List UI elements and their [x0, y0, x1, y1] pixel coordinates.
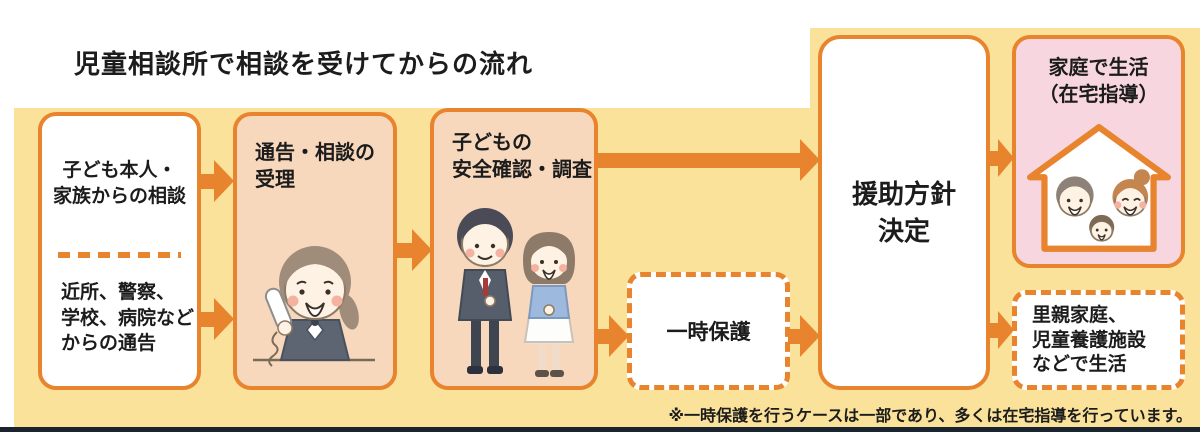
operator-woman-with-phone-illustration: [253, 246, 375, 367]
arrow-safety-to-policy: [597, 138, 820, 182]
safety-check-box: 子どもの 安全確認・調査: [430, 108, 598, 390]
arrow-policy-to-foster: [988, 310, 1014, 350]
foster-care-box: 里親家庭、 児童養護施設 などで生活: [1012, 290, 1185, 390]
arrow-temp-to-policy: [788, 314, 820, 358]
arrow-consult-to-intake: [199, 159, 234, 203]
safety-check-label: 子どもの 安全確認・調査: [452, 132, 592, 181]
arrow-safety-to-temp: [596, 314, 629, 358]
arrow-notify-to-intake: [199, 297, 234, 341]
footnote: ※一時保護を行うケースは一部であり、多くは在宅指導を行っています。: [668, 408, 1192, 425]
policy-decision-box: 援助方針 決定: [818, 35, 990, 390]
living-at-home-label: 家庭で生活 （在宅指導）: [1038, 57, 1159, 106]
bottom-navy-bar: [0, 427, 1200, 432]
arrow-policy-to-home: [988, 138, 1014, 178]
notification-from-others-label: 近所、警察、 学校、病院など からの通告: [61, 282, 195, 355]
dashed-divider: [58, 252, 181, 258]
consultation-from-child-family-label: 子ども本人・ 家族からの相談: [52, 160, 186, 207]
temporary-protection-box: 一時保護: [627, 272, 790, 390]
intake-label: 通告・相談の 受理: [255, 142, 375, 191]
temporary-protection-label: 一時保護: [666, 321, 751, 344]
living-at-home-box: 家庭で生活 （在宅指導）: [1012, 35, 1185, 268]
page-title: 児童相談所で相談を受けてからの流れ: [74, 49, 534, 79]
foster-care-label: 里親家庭、 児童養護施設 などで生活: [1032, 305, 1147, 376]
family-in-house-illustration: [1026, 124, 1171, 252]
intake-box: 通告・相談の 受理: [233, 112, 397, 390]
policy-decision-label: 援助方針 決定: [851, 179, 956, 246]
source-box: 子ども本人・ 家族からの相談 近所、警察、 学校、病院など からの通告: [38, 112, 201, 390]
arrow-intake-to-safety: [396, 228, 432, 272]
two-caseworkers-illustration: [457, 208, 575, 377]
